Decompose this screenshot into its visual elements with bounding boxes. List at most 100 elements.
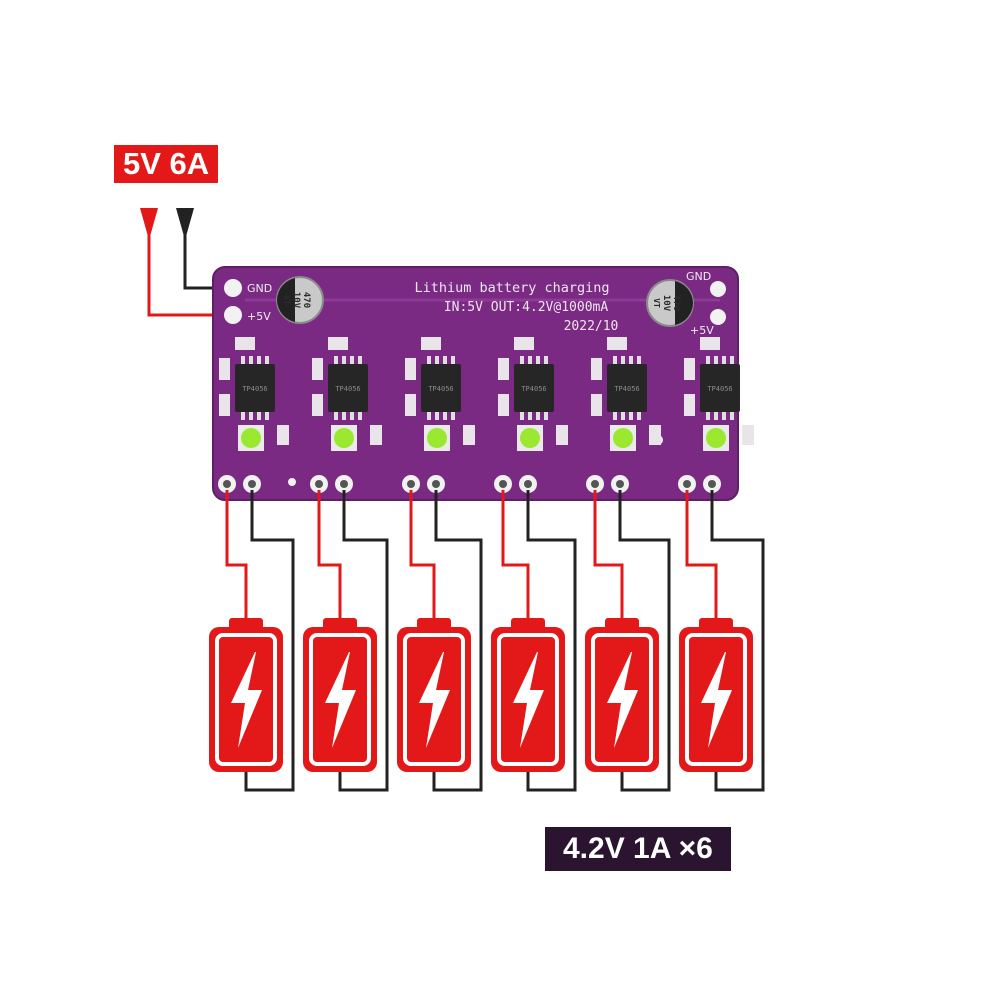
positive-wire [409, 490, 436, 622]
resistor [591, 358, 602, 380]
input-positive-wire [147, 215, 233, 317]
board-spec: IN:5V OUT:4.2V@1000mA [444, 300, 609, 315]
lightning-bolt-icon [419, 652, 450, 748]
resistor [405, 358, 416, 380]
pcb-board: GND +5V GND +5V Lithium battery charging… [212, 266, 754, 501]
resistor [649, 425, 661, 445]
battery-icon [397, 618, 471, 772]
positive-wire [317, 490, 342, 622]
output-negative-hole [340, 480, 348, 488]
chip-icon: TP4056 [421, 356, 461, 420]
resistor [498, 394, 509, 416]
resistor [684, 394, 695, 416]
charging-channel: TP4056 [402, 337, 475, 493]
battery-icon [491, 618, 565, 772]
output-spec-badge: 4.2V 1A ×6 [545, 827, 731, 871]
chip-marking: TP4056 [428, 385, 453, 393]
chip-marking: TP4056 [614, 385, 639, 393]
resistor [700, 337, 720, 350]
resistor [219, 394, 230, 416]
led-icon [613, 428, 633, 448]
led-icon [241, 428, 261, 448]
vin-label-right: +5V [690, 324, 714, 337]
chip-marking: TP4056 [521, 385, 546, 393]
chip-marking: TP4056 [242, 385, 267, 393]
chip-marking: TP4056 [707, 385, 732, 393]
resistor [591, 394, 602, 416]
capacitor-value: 470 [301, 292, 311, 308]
chip-icon: TP4056 [514, 356, 554, 420]
charging-channel: TP4056 [218, 337, 289, 493]
lightning-bolt-icon [701, 652, 732, 748]
resistor [219, 358, 230, 380]
board-title: Lithium battery charging [414, 280, 609, 296]
led-icon [520, 428, 540, 448]
output-negative-hole [524, 480, 532, 488]
capacitor-voltage: 10V [661, 295, 671, 312]
output-negative-hole [432, 480, 440, 488]
capacitor-icon: 470 10V VT [646, 279, 694, 327]
battery-icon [303, 618, 377, 772]
chip-icon: TP4056 [700, 356, 740, 420]
resistor [684, 358, 695, 380]
vin-pad [224, 306, 242, 324]
capacitor-voltage: 10V [291, 292, 301, 309]
chip-icon: TP4056 [235, 356, 275, 420]
input-spec-badge: 5V 6A [114, 145, 219, 183]
negative-wire [618, 490, 671, 792]
gnd-label-right: GND [686, 270, 711, 283]
resistor [421, 337, 441, 350]
output-negative-hole [248, 480, 256, 488]
negative-wire [710, 490, 765, 792]
charging-channel: TP4056 [586, 337, 661, 493]
lightning-bolt-icon [513, 652, 544, 748]
resistor [277, 425, 289, 445]
resistor [235, 337, 255, 350]
positive-wire [685, 490, 718, 622]
charging-channel: TP4056 [678, 337, 754, 493]
output-negative-hole [616, 480, 624, 488]
led-icon [334, 428, 354, 448]
led-icon [706, 428, 726, 448]
resistor [514, 337, 534, 350]
resistor [742, 425, 754, 445]
charging-channel: TP4056 [310, 337, 382, 493]
chip-icon: TP4056 [607, 356, 647, 420]
gnd-pad [224, 279, 242, 297]
arrow-down-icon [176, 208, 194, 240]
negative-wire [432, 490, 483, 792]
positive-wire [501, 490, 530, 622]
capacitor-icon: 470 10V VT [276, 276, 324, 324]
battery-icon [585, 618, 659, 772]
arrow-down-icon [140, 208, 158, 240]
resistor [312, 358, 323, 380]
battery-icon [679, 618, 753, 772]
charging-channels: TP4056 TP4056 TP4056 TP4056 TP4056 TP4056 [218, 337, 754, 493]
output-positive-hole [223, 480, 231, 488]
negative-wire [338, 490, 389, 792]
output-positive-hole [407, 480, 415, 488]
resistor [463, 425, 475, 445]
resistor [405, 394, 416, 416]
resistor [328, 337, 348, 350]
negative-wire [244, 490, 295, 792]
capacitor-code: VT [652, 298, 661, 308]
lightning-bolt-icon [325, 652, 356, 748]
charging-channel: TP4056 [494, 337, 568, 493]
output-wires [225, 490, 765, 792]
resistor [556, 425, 568, 445]
output-positive-hole [683, 480, 691, 488]
led-icon [427, 428, 447, 448]
capacitor-code: VT [282, 295, 291, 305]
resistor [498, 358, 509, 380]
output-negative-hole [708, 480, 716, 488]
resistor [370, 425, 382, 445]
positive-wire [593, 490, 624, 622]
lightning-bolt-icon [231, 652, 262, 748]
chip-icon: TP4056 [328, 356, 368, 420]
battery-row [209, 618, 753, 772]
capacitor-value: 470 [671, 295, 681, 311]
vin-label: +5V [247, 310, 271, 323]
board-date: 2022/10 [564, 319, 619, 334]
